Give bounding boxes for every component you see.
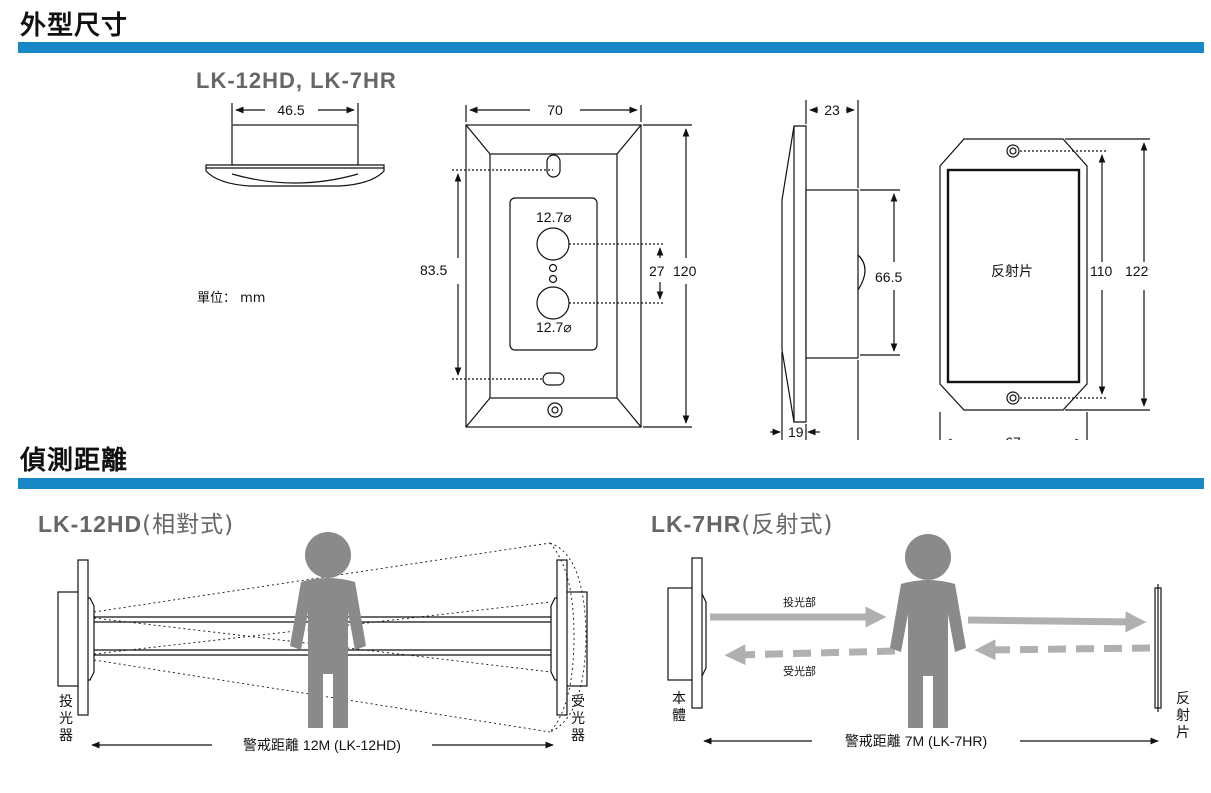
dim-side-19: 19 — [788, 424, 804, 440]
dim-hole-dia-1: 12.7⌀ — [536, 209, 572, 225]
emitter-label: 投光器 — [59, 694, 73, 744]
model-title-dimensions: LK-12HD, LK-7HR — [196, 68, 397, 93]
section-divider-2 — [18, 478, 1204, 489]
left-detection-diagram — [57, 532, 588, 749]
reflector-view-drawing — [939, 138, 1150, 440]
dim-top-width: 46.5 — [277, 102, 304, 118]
dim-hole-gap: 27 — [649, 263, 665, 279]
detection-diagrams: 警戒距離 12M (LK-12HD) 警戒距離 7M (LK-7HR) 投光部 … — [57, 532, 1162, 753]
dim-refl-outer-h: 122 — [1125, 263, 1149, 279]
left-model-name: LK-12HD — [38, 511, 143, 537]
dim-refl-width: 67 — [1005, 434, 1021, 440]
unit-label: 單位： mm — [197, 291, 266, 306]
reflector-side-label: 反射片 — [1176, 691, 1190, 741]
emit-label: 投光部 — [783, 595, 816, 609]
left-model-title: LK-12HD(相對式) — [38, 505, 234, 539]
section-title-dimensions: 外型尺寸 — [20, 11, 129, 41]
body-label: 本體 — [672, 691, 686, 724]
dimension-drawings: 46.5 70 83.5 12.7⌀ 12.7⌀ 27 120 23 66.5 … — [205, 100, 1150, 440]
person-silhouette-left — [290, 532, 366, 728]
left-distance-label: 警戒距離 12M (LK-12HD) — [243, 737, 401, 753]
right-distance-label: 警戒距離 7M (LK-7HR) — [845, 733, 987, 749]
dim-hole-dia-2: 12.7⌀ — [536, 319, 572, 335]
receive-label: 受光部 — [783, 664, 816, 678]
left-model-mode: (相對式) — [142, 512, 235, 538]
dim-side-top: 23 — [824, 102, 840, 118]
person-silhouette-right — [890, 534, 966, 728]
side-view-drawing — [770, 100, 900, 440]
receiver-label: 受光器 — [571, 694, 585, 744]
dim-plate-height: 120 — [673, 263, 697, 279]
section-divider-1 — [18, 42, 1204, 53]
right-model-title: LK-7HR(反射式) — [651, 505, 833, 539]
dim-plate-width: 70 — [547, 102, 563, 118]
right-detection-diagram — [667, 534, 1162, 745]
dim-side-height: 66.5 — [875, 269, 902, 285]
section-title-detection: 偵測距離 — [20, 446, 129, 476]
front-view-drawing — [452, 105, 692, 428]
dim-refl-inner-h: 110 — [1090, 263, 1113, 279]
dim-hole-span: 83.5 — [420, 262, 447, 278]
top-view-drawing — [205, 103, 385, 187]
reflector-label: 反射片 — [991, 263, 1033, 279]
right-model-mode: (反射式) — [741, 512, 834, 538]
right-model-name: LK-7HR — [651, 511, 742, 537]
